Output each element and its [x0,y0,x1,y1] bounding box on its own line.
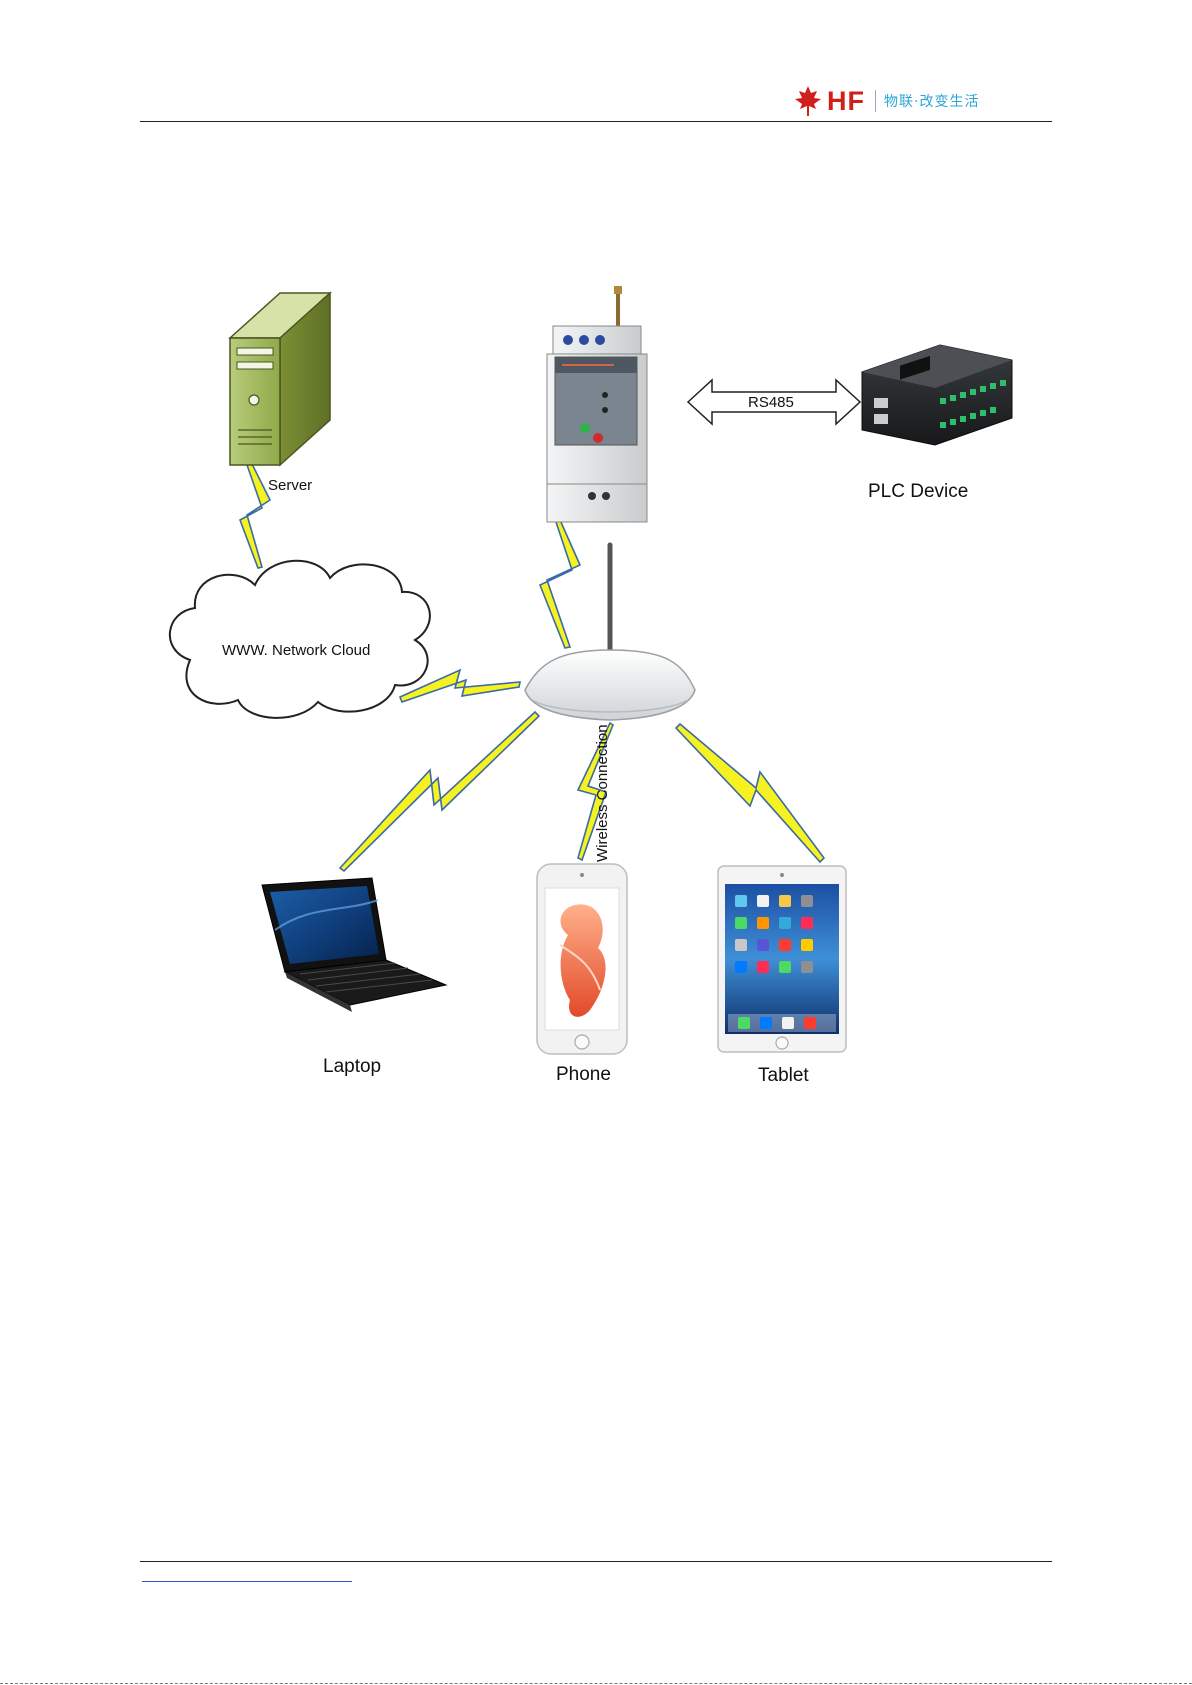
phone-icon [537,864,627,1054]
bolt-router-laptop [340,712,539,871]
phone-label: Phone [556,1064,611,1085]
page-bottom-dashed-border [0,1683,1192,1684]
cloud-label: WWW. Network Cloud [222,642,370,659]
wireless-label: Wireless Connection [594,724,611,862]
server-label: Server [268,477,312,494]
bolt-server-cloud [240,460,270,568]
rs485-label: RS485 [748,394,794,411]
laptop-label: Laptop [323,1056,381,1077]
footer-link-underline[interactable] [142,1581,352,1582]
footer-rule [140,1561,1052,1562]
tablet-icon [718,866,846,1052]
plc-label: PLC Device [868,481,968,502]
cloud-icon [170,561,430,718]
serial-module-icon [547,286,647,522]
laptop-icon [262,878,446,1012]
wifi-router-icon [525,545,695,720]
bolt-router-tablet [676,724,824,862]
server-icon [230,293,330,465]
bolt-module-router [540,520,580,648]
plc-device-icon [862,345,1012,445]
tablet-label: Tablet [758,1065,809,1086]
